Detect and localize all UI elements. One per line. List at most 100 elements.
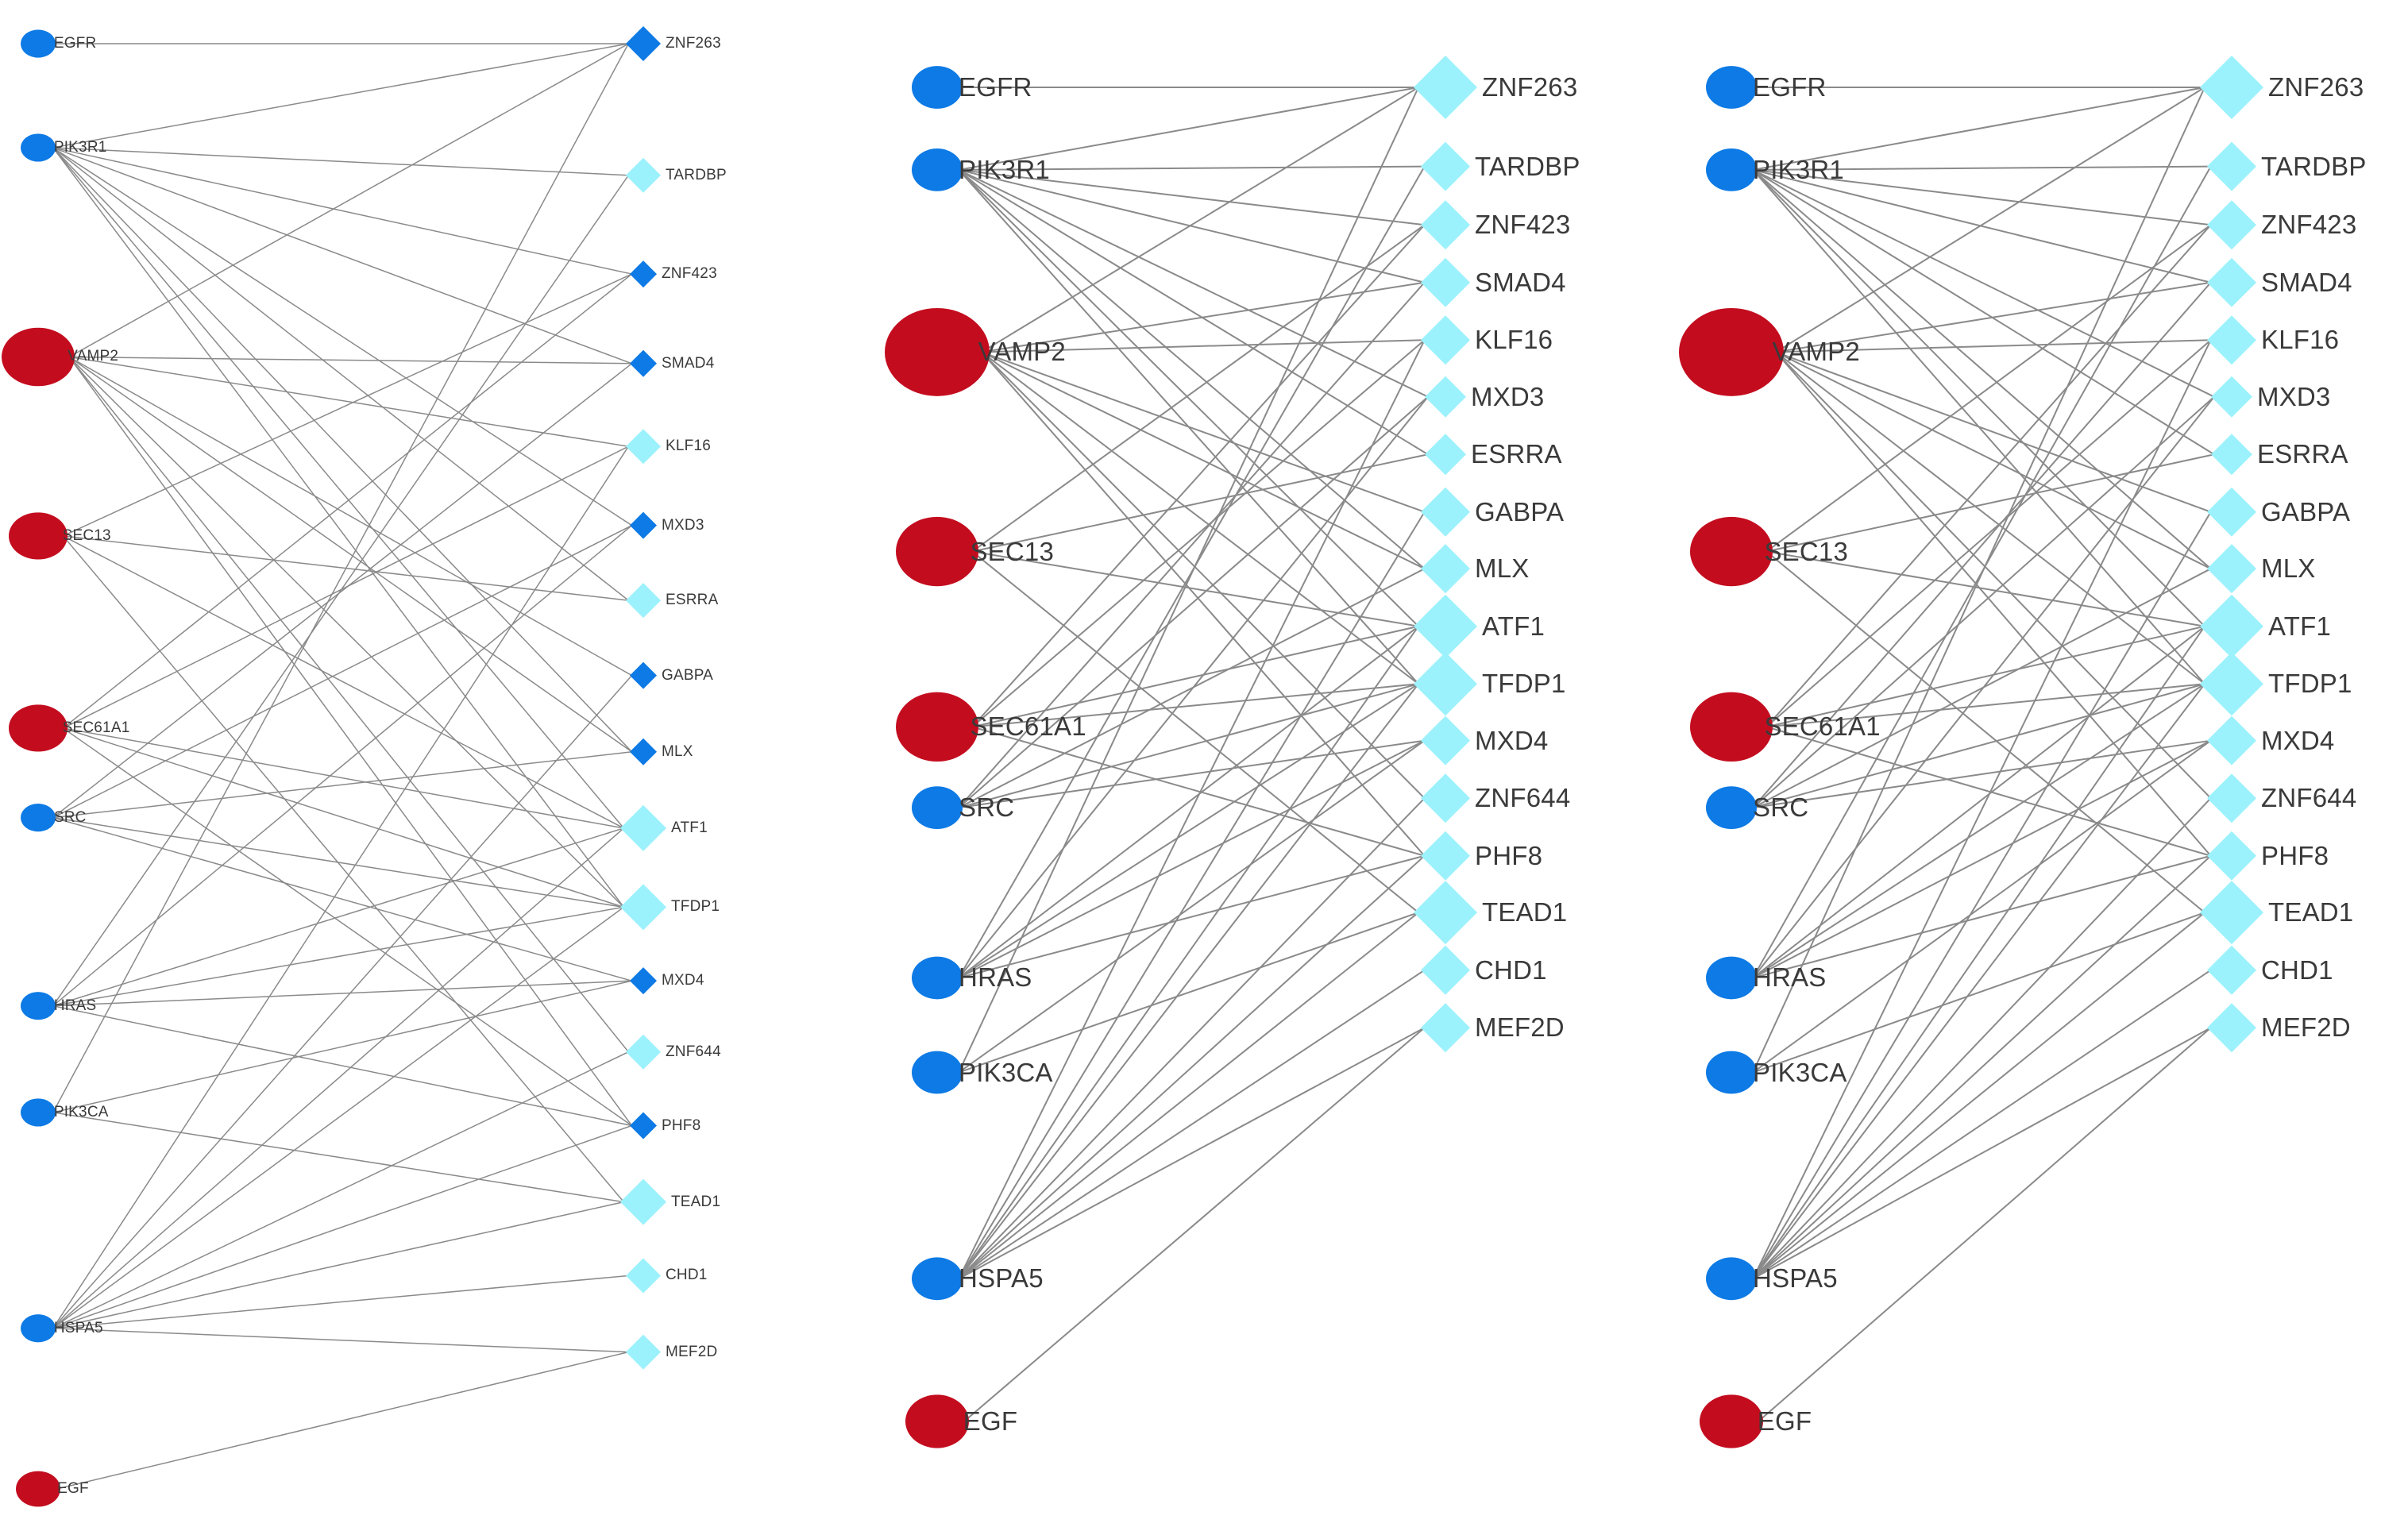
node-circle-hspa5[interactable] <box>912 1257 963 1301</box>
node-circle-src[interactable] <box>21 804 56 832</box>
node-diamond-znf644[interactable] <box>1421 773 1470 823</box>
node-diamond-znf644[interactable] <box>2207 773 2256 823</box>
node-label-sec13: SEC13 <box>1764 536 1848 566</box>
node-circle-egf[interactable] <box>16 1471 60 1507</box>
node-diamond-tfdp1[interactable] <box>620 884 666 931</box>
node-diamond-gabpa[interactable] <box>630 661 657 689</box>
node-circle-sec61a1[interactable] <box>9 704 68 752</box>
node-diamond-tardbp[interactable] <box>2207 141 2256 191</box>
node-diamond-phf8[interactable] <box>2207 831 2256 881</box>
node-circle-vamp2[interactable] <box>1679 307 1784 396</box>
node-diamond-mxd4[interactable] <box>630 967 657 995</box>
node-diamond-mef2d[interactable] <box>626 1334 661 1370</box>
edge-EGF-MEF2D <box>56 1351 629 1490</box>
edge-PIK3R1-MXD3 <box>52 147 632 526</box>
node-diamond-phf8[interactable] <box>1421 831 1470 881</box>
node-diamond-znf263[interactable] <box>2200 56 2263 119</box>
node-diamond-klf16[interactable] <box>2207 315 2256 365</box>
node-diamond-chd1[interactable] <box>2207 945 2256 995</box>
node-diamond-mlx[interactable] <box>1421 544 1470 594</box>
edge-HRAS-MXD3 <box>958 396 1429 979</box>
node-circle-sec61a1[interactable] <box>1690 692 1773 762</box>
node-diamond-tfdp1[interactable] <box>2200 652 2263 716</box>
edge-SEC61A1-TFDP1 <box>63 727 624 908</box>
node-circle-pik3r1[interactable] <box>1706 148 1757 191</box>
edge-SEC61A1-ZNF423 <box>1765 224 2212 728</box>
edge-HRAS-MXD4 <box>1752 739 2212 979</box>
node-diamond-mlx[interactable] <box>630 738 657 766</box>
node-diamond-gabpa[interactable] <box>2207 487 2256 537</box>
edge-VAMP2-KLF16 <box>68 356 629 447</box>
node-circle-vamp2[interactable] <box>2 327 75 387</box>
node-circle-src[interactable] <box>1706 786 1757 829</box>
node-diamond-klf16[interactable] <box>1421 315 1470 365</box>
node-circle-pik3ca[interactable] <box>912 1051 963 1094</box>
node-circle-egf[interactable] <box>905 1394 969 1448</box>
node-diamond-tfdp1[interactable] <box>1414 652 1477 716</box>
node-diamond-smad4[interactable] <box>630 349 657 377</box>
node-diamond-atf1[interactable] <box>2200 594 2263 658</box>
node-circle-hras[interactable] <box>1706 956 1757 1000</box>
node-diamond-chd1[interactable] <box>1421 945 1470 995</box>
node-diamond-mxd3[interactable] <box>630 511 657 539</box>
node-diamond-mxd3[interactable] <box>1425 376 1466 418</box>
node-diamond-tead1[interactable] <box>2200 881 2263 945</box>
node-diamond-esrra[interactable] <box>626 583 661 619</box>
node-circle-src[interactable] <box>912 786 963 829</box>
edge-SEC61A1-PHF8 <box>63 727 632 1127</box>
node-diamond-znf644[interactable] <box>626 1034 661 1070</box>
node-diamond-mxd4[interactable] <box>1421 715 1470 766</box>
node-diamond-gabpa[interactable] <box>1421 487 1470 537</box>
node-diamond-tardbp[interactable] <box>626 157 661 193</box>
node-diamond-znf423[interactable] <box>1421 200 1470 250</box>
node-circle-sec13[interactable] <box>9 512 68 560</box>
edge-HRAS-MXD4 <box>958 739 1426 979</box>
edge-PIK3CA-ZNF263 <box>52 43 629 1113</box>
node-circle-hspa5[interactable] <box>21 1314 56 1343</box>
edge-HSPA5-TEAD1 <box>52 1201 624 1329</box>
node-circle-egfr[interactable] <box>21 29 56 58</box>
node-diamond-tead1[interactable] <box>620 1178 666 1225</box>
node-circle-pik3ca[interactable] <box>21 1098 56 1127</box>
node-label-mef2d: MEF2D <box>1475 1012 1565 1043</box>
node-diamond-mef2d[interactable] <box>2207 1003 2256 1053</box>
node-circle-egfr[interactable] <box>912 66 963 109</box>
edge-HRAS-TARDBP <box>52 175 629 1007</box>
node-diamond-mxd3[interactable] <box>2211 376 2252 418</box>
node-diamond-atf1[interactable] <box>1414 594 1477 658</box>
edge-layer <box>1752 87 2215 1422</box>
node-diamond-mef2d[interactable] <box>1421 1003 1470 1053</box>
node-circle-hras[interactable] <box>912 956 963 1000</box>
node-circle-sec61a1[interactable] <box>896 692 978 762</box>
node-diamond-klf16[interactable] <box>626 429 661 465</box>
node-circle-vamp2[interactable] <box>885 307 990 396</box>
node-diamond-znf263[interactable] <box>626 26 661 61</box>
node-diamond-chd1[interactable] <box>626 1258 661 1294</box>
node-diamond-znf423[interactable] <box>630 260 657 288</box>
node-diamond-phf8[interactable] <box>630 1112 657 1140</box>
node-diamond-smad4[interactable] <box>2207 257 2256 307</box>
node-diamond-znf423[interactable] <box>2207 200 2256 250</box>
edge-HRAS-PHF8 <box>958 854 1425 979</box>
edge-SRC-TFDP1 <box>52 816 624 908</box>
node-diamond-atf1[interactable] <box>620 804 666 851</box>
node-circle-pik3r1[interactable] <box>912 148 963 191</box>
node-circle-pik3r1[interactable] <box>21 133 56 162</box>
node-diamond-esrra[interactable] <box>2211 434 2252 476</box>
node-circle-hspa5[interactable] <box>1706 1257 1757 1301</box>
node-diamond-esrra[interactable] <box>1425 434 1466 476</box>
node-circle-hras[interactable] <box>21 992 56 1020</box>
node-label-esrra: ESRRA <box>1471 439 1562 469</box>
edge-VAMP2-PHF8 <box>68 357 633 1126</box>
node-circle-egf[interactable] <box>1700 1394 1763 1448</box>
node-diamond-tardbp[interactable] <box>1421 141 1470 191</box>
node-circle-sec13[interactable] <box>1690 516 1773 587</box>
node-diamond-smad4[interactable] <box>1421 257 1470 307</box>
node-circle-sec13[interactable] <box>896 516 978 587</box>
node-diamond-mxd4[interactable] <box>2207 715 2256 766</box>
node-diamond-tead1[interactable] <box>1414 881 1477 945</box>
node-circle-pik3ca[interactable] <box>1706 1051 1757 1094</box>
node-circle-egfr[interactable] <box>1706 66 1757 109</box>
node-diamond-znf263[interactable] <box>1414 56 1477 119</box>
node-diamond-mlx[interactable] <box>2207 544 2256 594</box>
